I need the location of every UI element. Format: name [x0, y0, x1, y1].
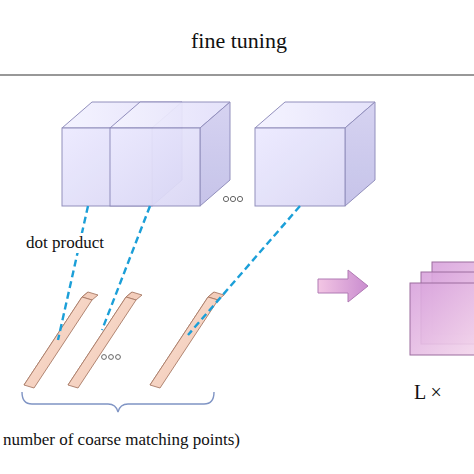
brace-bracket — [22, 392, 214, 412]
descriptor-front — [150, 297, 218, 388]
dot-product-line — [188, 206, 300, 335]
count-label: number of coarse matching points) — [3, 430, 240, 450]
score-map — [410, 283, 474, 355]
feature-volume — [255, 102, 375, 206]
header-rule — [0, 74, 474, 75]
volume-side — [345, 102, 375, 206]
ellipsis-dot — [223, 196, 228, 201]
flow-arrow — [318, 270, 368, 302]
ellipsis-dot — [237, 196, 242, 201]
ellipsis-dot — [230, 196, 235, 201]
operation-label: dot product — [24, 233, 106, 253]
descriptor-front — [68, 297, 136, 388]
feature-volume — [110, 102, 230, 206]
volume-side — [200, 102, 230, 206]
point-descriptor — [68, 292, 142, 388]
ellipsis-dot — [116, 355, 121, 360]
volume-front — [110, 128, 200, 206]
ellipsis-dot — [102, 355, 107, 360]
feature-volumes — [62, 102, 375, 206]
volume-front — [255, 128, 345, 206]
dot-product-line — [58, 206, 88, 340]
ellipsis-dot — [109, 355, 114, 360]
diagram-title: fine tuning — [2, 28, 474, 53]
dot-product-line — [102, 206, 150, 330]
stack-count-label: L × — [414, 381, 442, 404]
point-descriptors — [24, 292, 224, 388]
